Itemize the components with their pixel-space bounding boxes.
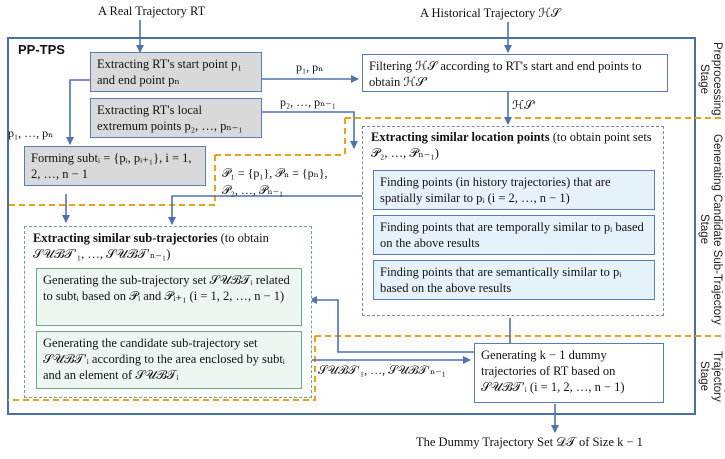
arrow-p2pn1 (262, 111, 358, 149)
box-gen-dummy: Generating k − 1 dummy trajectories of R… (474, 343, 664, 403)
box-filtering: Filtering ℋ𝒮 according to RT's start and… (362, 54, 668, 92)
label-psets-line1: 𝒫₁ = {p₁}, 𝒫ₙ = {pₙ}, (222, 166, 328, 180)
input-historical-trajectory: A Historical Trajectory ℋ𝒮 (420, 6, 561, 20)
similar-sub-tail: (to obtain 𝒮𝒰ℬ𝒯′₁, …, 𝒮𝒰ℬ𝒯′ₙ₋₁) (33, 231, 269, 261)
box-forming-subt: Forming subtᵢ = {pᵢ, pᵢ₊₁}, i = 1, 2, …,… (24, 146, 206, 186)
arrow-psets (168, 195, 362, 225)
similar-sub-header: Extracting similar sub-trajectories (33, 231, 218, 245)
stage-dummy-trajectory: Building Dummy Trajectory Stage (698, 350, 725, 402)
arrow-loop (309, 296, 511, 353)
stage-dividers (8, 117, 725, 401)
stage-candidate-subtrajectory: Generating Candidate Sub-Trajectory Stag… (698, 133, 723, 325)
label-subt-sets: 𝒮𝒰ℬ𝒯′₁, …, 𝒮𝒰ℬ𝒯′ₙ₋₁ (318, 363, 446, 377)
label-p2-pn1: p₂, …, pₙ₋₁ (280, 95, 336, 109)
arrow-p1topn (66, 79, 90, 145)
label-psets-line2: 𝒫₂, …, 𝒫ₙ₋₁ (222, 183, 284, 197)
pptps-frame (7, 37, 696, 415)
box-temporal-similar: Finding points that are temporally simil… (373, 215, 655, 255)
similar-location-header: Extracting similar location points (371, 130, 550, 144)
input-real-trajectory: A Real Trajectory RT (98, 4, 206, 18)
box-gen-subt-set: Generating the sub-trajectory set 𝒮𝒰ℬ𝒯ᵢ … (36, 268, 302, 326)
label-hs-prime: ℋ𝒮′ (512, 98, 536, 112)
box-spatial-similar: Finding points (in history trajectories)… (373, 170, 655, 210)
similar-location-tail: (to obtain point sets 𝒫₂, …, 𝒫ₙ₋₁) (371, 130, 652, 160)
box-extract-local-extremum: Extracting RT's local extremum points p₂… (90, 98, 262, 138)
output-label: The Dummy Trajectory Set 𝒟𝒯 of Size k − … (416, 435, 643, 449)
arrows (62, 20, 559, 433)
label-p1-to-pn: p₁, …, pₙ (8, 126, 54, 140)
stage-preprocessing: Preprocessing Stage (698, 42, 723, 116)
box-extract-start-end: Extracting RT's start point p₁ and end p… (90, 52, 262, 92)
box-gen-candidate: Generating the candidate sub-trajectory … (36, 331, 302, 389)
label-p1-pn: p₁, pₙ (296, 60, 324, 74)
box-semantic-similar: Finding points that are semantically sim… (373, 260, 655, 300)
framework-title: PP-TPS (18, 42, 65, 57)
